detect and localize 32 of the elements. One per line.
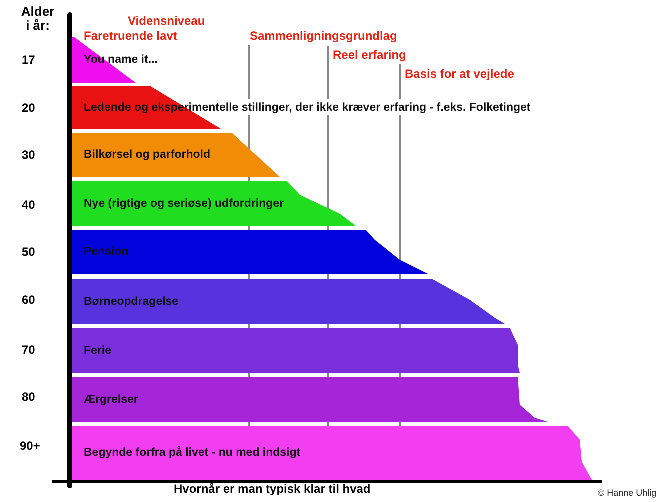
- age-band: [72, 426, 592, 480]
- age-label: 17: [22, 53, 36, 67]
- band-label: Ærgrelser: [84, 392, 138, 406]
- axis-title: Alder i år:: [20, 5, 56, 33]
- age-label: 80: [22, 390, 36, 404]
- knowledge-level-label: Basis for at vejlede: [405, 67, 514, 81]
- knowledge-level-label: Sammenligningsgrundlag: [250, 29, 398, 43]
- age-band: [72, 181, 356, 226]
- age-label: 60: [22, 293, 36, 307]
- knowledge-level-label: Faretruende lavt: [84, 29, 178, 43]
- band-label: Bilkørsel og parforhold: [84, 148, 211, 162]
- chart-title: Hvornår er man typisk klar til hvad: [174, 482, 371, 496]
- band-label: You name it...: [84, 53, 158, 67]
- age-label: 50: [22, 245, 36, 259]
- band-label: Begynde forfra på livet - nu med indsigt: [84, 446, 301, 460]
- age-label: 20: [22, 101, 36, 115]
- band-label: Pension: [84, 245, 129, 259]
- knowledge-level-label: Reel erfaring: [333, 48, 406, 62]
- age-band: [72, 133, 280, 177]
- copyright-note: © Hanne Uhlig: [598, 487, 657, 500]
- age-band: [72, 328, 520, 373]
- band-label: Ferie: [84, 344, 112, 358]
- age-label: 90+: [20, 439, 40, 453]
- age-band: [72, 279, 505, 324]
- age-label: 30: [22, 148, 36, 162]
- age-band: [72, 230, 428, 274]
- age-label: 40: [22, 198, 36, 212]
- age-label: 70: [22, 343, 36, 357]
- age-band: [72, 377, 548, 422]
- band-label: Nye (rigtige og seriøse) udfordringer: [84, 196, 284, 210]
- knowledge-level-label: Vidensniveau: [128, 14, 206, 28]
- band-label: Børneopdragelse: [84, 294, 179, 308]
